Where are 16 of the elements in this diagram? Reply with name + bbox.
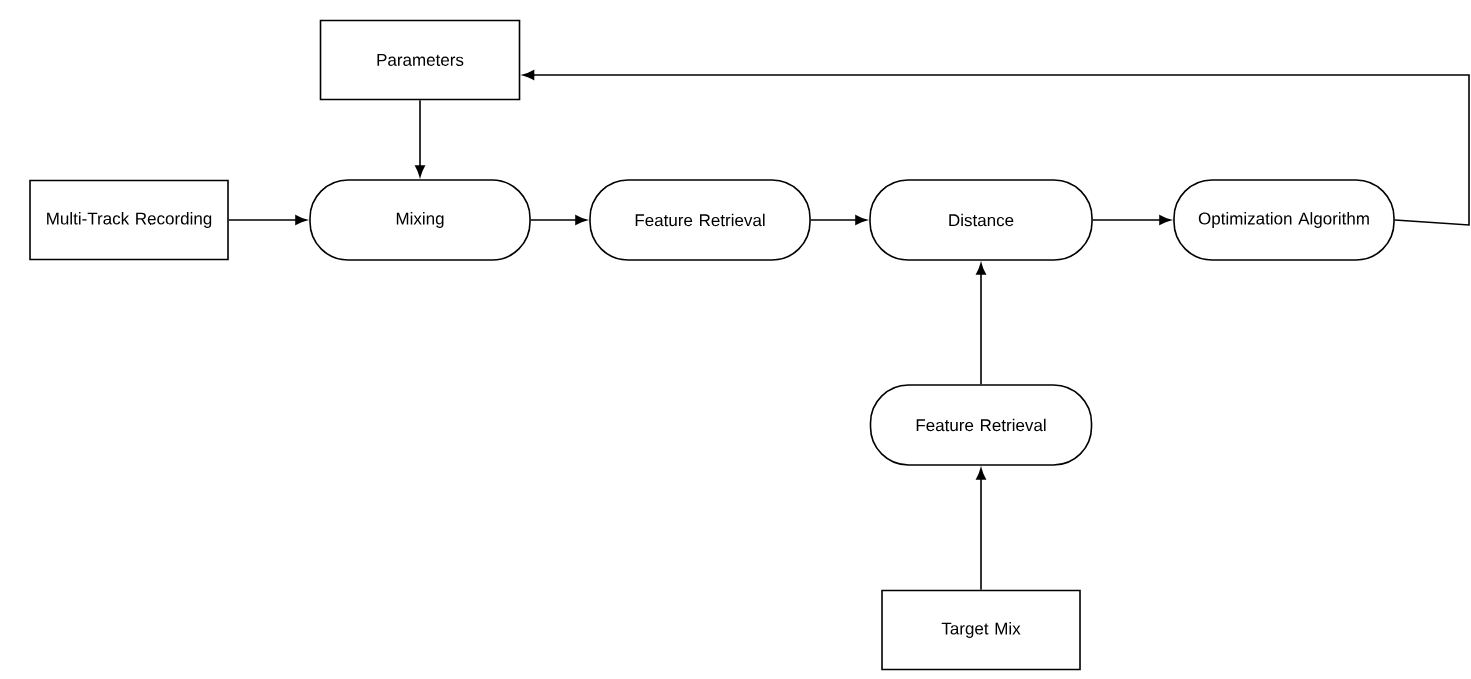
rounded-process-box: Feature Retrieval — [589, 179, 811, 261]
process-box: Target Mix — [881, 589, 1081, 671]
rounded-process-box: Mixing — [309, 179, 531, 261]
process-box: Multi-Track Recording — [29, 179, 229, 261]
process-box: Parameters — [319, 19, 521, 101]
rounded-process-box: Distance — [869, 179, 1093, 261]
arrow — [415, 99, 425, 177]
arrow — [522, 70, 1470, 226]
arrow — [810, 215, 867, 225]
arrow — [976, 263, 986, 385]
arrow — [1092, 215, 1171, 225]
rounded-process-box: Feature Retrieval — [869, 384, 1093, 466]
arrow — [976, 468, 986, 591]
arrow — [530, 215, 587, 225]
rounded-process-box: Optimization Algorithm — [1173, 179, 1395, 261]
arrow — [228, 215, 307, 225]
